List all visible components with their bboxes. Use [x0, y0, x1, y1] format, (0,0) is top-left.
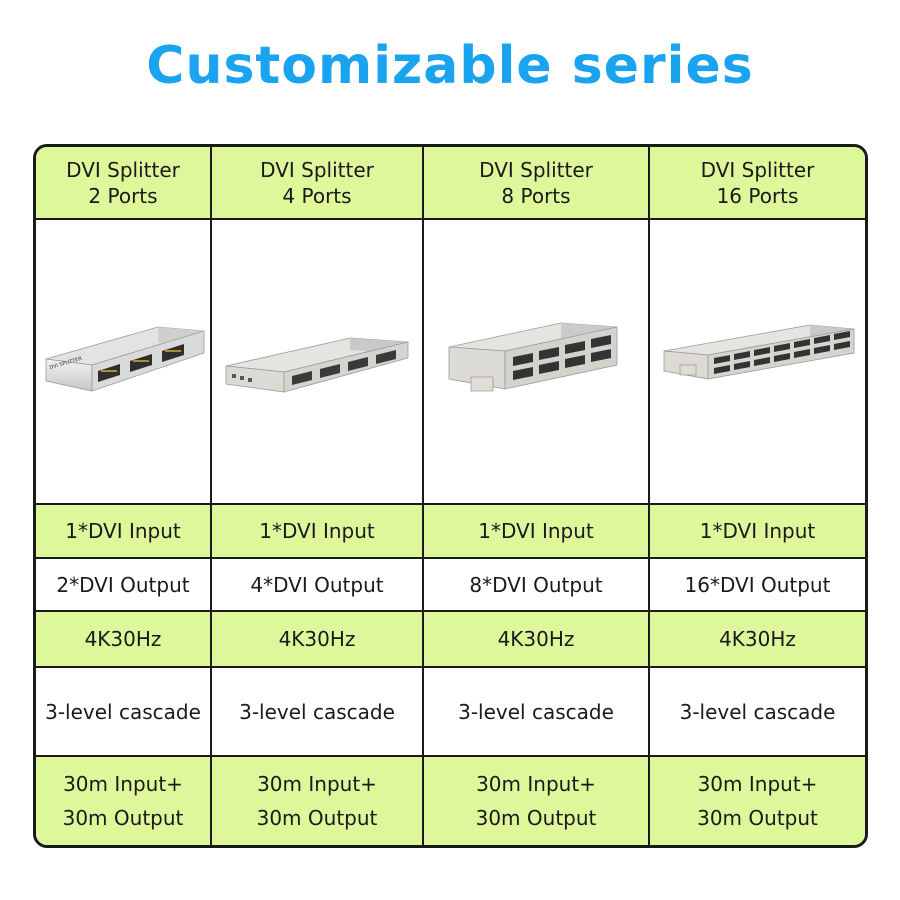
comparison-grid: DVI Splitter 2 Ports DVI Splitter 4 Port…: [36, 147, 865, 845]
port-count: 2 Ports: [88, 183, 158, 208]
distance-cell: 30m Input+ 30m Output: [212, 757, 424, 845]
cascade-cell: 3-level cascade: [424, 668, 650, 757]
output-cell: 16*DVI Output: [650, 559, 865, 612]
port-count: 4 Ports: [282, 183, 352, 208]
dvi-splitter-16-port-device-icon: [663, 324, 854, 379]
input-distance: 30m Input+: [63, 772, 183, 796]
input-cell: 1*DVI Input: [424, 505, 650, 559]
port-count: 16 Ports: [716, 183, 799, 208]
product-name: DVI Splitter: [260, 157, 374, 182]
input-cell: 1*DVI Input: [650, 505, 865, 559]
distance-cell: 30m Input+ 30m Output: [424, 757, 650, 845]
image-cell-8-ports: [424, 220, 650, 505]
header-cell-8-ports: DVI Splitter 8 Ports: [424, 147, 650, 220]
output-cell: 4*DVI Output: [212, 559, 424, 612]
output-cell: 2*DVI Output: [36, 559, 212, 612]
input-cell: 1*DVI Input: [212, 505, 424, 559]
input-distance: 30m Input+: [257, 772, 377, 796]
image-cell-2-ports: DVI SPLITTER: [36, 220, 212, 505]
output-cell: 8*DVI Output: [424, 559, 650, 612]
comparison-table: DVI Splitter 2 Ports DVI Splitter 4 Port…: [33, 144, 868, 848]
distance-cell: 30m Input+ 30m Output: [36, 757, 212, 845]
product-name: DVI Splitter: [700, 157, 815, 182]
product-name: DVI Splitter: [479, 157, 593, 182]
output-distance: 30m Output: [62, 806, 184, 830]
input-distance: 30m Input+: [476, 772, 596, 796]
input-distance: 30m Input+: [697, 772, 818, 796]
resolution-cell: 4K30Hz: [650, 612, 865, 668]
distance-cell: 30m Input+ 30m Output: [650, 757, 865, 845]
image-cell-16-ports: [650, 220, 865, 505]
header-cell-4-ports: DVI Splitter 4 Ports: [212, 147, 424, 220]
dvi-splitter-4-port-device-icon: [225, 337, 409, 393]
resolution-cell: 4K30Hz: [36, 612, 212, 668]
cascade-cell: 3-level cascade: [36, 668, 212, 757]
resolution-cell: 4K30Hz: [212, 612, 424, 668]
cascade-cell: 3-level cascade: [212, 668, 424, 757]
page-title: Customizable series: [146, 36, 754, 96]
resolution-cell: 4K30Hz: [424, 612, 650, 668]
cascade-cell: 3-level cascade: [650, 668, 865, 757]
header-cell-16-ports: DVI Splitter 16 Ports: [650, 147, 865, 220]
header-cell-2-ports: DVI Splitter 2 Ports: [36, 147, 212, 220]
dvi-splitter-8-port-device-icon: [448, 322, 618, 391]
port-count: 8 Ports: [501, 183, 571, 208]
image-cell-4-ports: [212, 220, 424, 505]
dvi-splitter-2-port-device-icon: DVI SPLITTER: [45, 326, 205, 392]
output-distance: 30m Output: [256, 806, 378, 830]
product-name: DVI Splitter: [66, 157, 180, 182]
output-distance: 30m Output: [475, 806, 597, 830]
output-distance: 30m Output: [697, 806, 818, 830]
input-cell: 1*DVI Input: [36, 505, 212, 559]
